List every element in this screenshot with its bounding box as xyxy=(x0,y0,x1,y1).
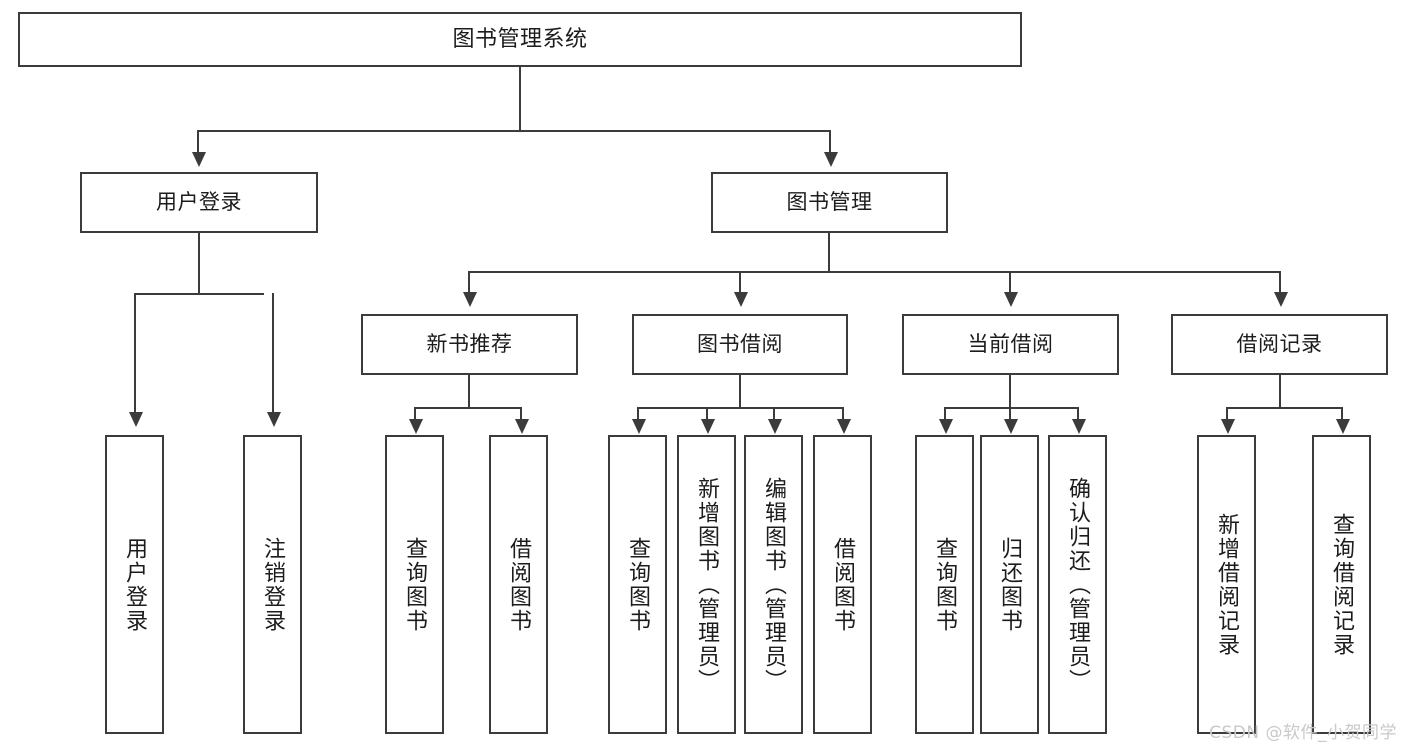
arrowhead-book-borrow xyxy=(733,292,748,307)
connector-borrow-record-bus xyxy=(1226,407,1342,410)
leaf-label: 用户登录 xyxy=(122,536,148,633)
connector-borrow-record-stem xyxy=(1279,375,1282,409)
connector-book-borrow-stem xyxy=(739,375,742,409)
connector-new-book-rec-bus xyxy=(414,407,522,410)
arrowhead-new-book-rec-leaf-1 xyxy=(408,419,423,434)
connector-to-new-book-rec xyxy=(468,271,471,295)
arrowhead-current-borrow-leaf-3 xyxy=(1071,419,1086,434)
arrowhead-current-borrow xyxy=(1003,292,1018,307)
connector-book-borrow-to-leaf-3 xyxy=(773,407,776,422)
leaf-label: 注销登录 xyxy=(260,536,286,633)
connector-to-borrow-record xyxy=(1279,271,1282,295)
connector-user-login-to-leaf-2 xyxy=(272,293,275,415)
connector-new-book-rec-to-leaf-1 xyxy=(414,407,417,422)
leaf-user-login-login[interactable]: 用户登录 xyxy=(105,435,164,734)
connector-new-book-rec-to-leaf-2 xyxy=(520,407,523,422)
node-label: 当前借阅 xyxy=(967,332,1054,357)
leaf-label: 新增借阅记录 xyxy=(1214,512,1240,657)
arrowhead-new-book-rec xyxy=(462,292,477,307)
leaf-user-login-logout[interactable]: 注销登录 xyxy=(243,435,302,734)
arrowhead-user-login xyxy=(191,152,206,167)
leaf-label: 新增图书（管理员） xyxy=(694,476,720,693)
node-book-borrowing[interactable]: 图书借阅 xyxy=(632,314,848,375)
connector-borrow-record-to-leaf-2 xyxy=(1341,407,1344,422)
leaf-book-borrow-query-book[interactable]: 查询图书 xyxy=(608,435,667,734)
csdn-watermark: CSDN @软件_小贺同学 xyxy=(1209,723,1397,743)
connector-root-to-user-login xyxy=(197,130,200,155)
arrowhead-borrow-record xyxy=(1273,292,1288,307)
leaf-label: 借阅图书 xyxy=(506,536,532,633)
connector-to-current-borrow xyxy=(1009,271,1012,295)
leaf-label: 借阅图书 xyxy=(830,536,856,633)
connector-new-book-rec-stem xyxy=(468,375,471,409)
connector-book-manage-stem xyxy=(828,233,831,273)
node-label: 图书管理 xyxy=(786,190,873,215)
node-label: 用户登录 xyxy=(156,190,242,215)
connector-root-stem xyxy=(519,67,522,131)
connector-user-login-bus xyxy=(134,293,264,296)
leaf-borrow-record-query-record[interactable]: 查询借阅记录 xyxy=(1312,435,1371,734)
leaf-label: 查询借阅记录 xyxy=(1329,512,1355,657)
leaf-book-borrow-edit-book-admin[interactable]: 编辑图书（管理员） xyxy=(744,435,803,734)
node-label: 借阅记录 xyxy=(1236,332,1323,357)
node-label: 图书管理系统 xyxy=(452,26,588,52)
leaf-book-borrow-borrow-book[interactable]: 借阅图书 xyxy=(813,435,872,734)
leaf-label: 编辑图书（管理员） xyxy=(761,476,787,693)
arrowhead-book-borrow-leaf-2 xyxy=(700,419,715,434)
arrowhead-borrow-record-leaf-2 xyxy=(1335,419,1350,434)
node-current-borrowing[interactable]: 当前借阅 xyxy=(902,314,1119,375)
arrowhead-book-manage xyxy=(823,152,838,167)
node-user-login[interactable]: 用户登录 xyxy=(80,172,318,233)
connector-current-borrow-to-leaf-2 xyxy=(1009,407,1012,422)
leaf-new-book-rec-query-book[interactable]: 查询图书 xyxy=(385,435,444,734)
connector-book-manage-bus xyxy=(468,271,1280,274)
arrowhead-current-borrow-leaf-1 xyxy=(938,419,953,434)
node-new-book-recommendation[interactable]: 新书推荐 xyxy=(361,314,578,375)
arrowhead-book-borrow-leaf-4 xyxy=(836,419,851,434)
node-label: 图书借阅 xyxy=(697,332,783,357)
node-label: 新书推荐 xyxy=(426,332,513,357)
leaf-current-borrow-query-book[interactable]: 查询图书 xyxy=(915,435,974,734)
arrowhead-new-book-rec-leaf-2 xyxy=(514,419,529,434)
connector-current-borrow-stem xyxy=(1009,375,1012,409)
leaf-borrow-record-add-record[interactable]: 新增借阅记录 xyxy=(1197,435,1256,734)
connector-current-borrow-to-leaf-3 xyxy=(1077,407,1080,422)
leaf-label: 确认归还（管理员） xyxy=(1065,476,1091,693)
arrowhead-current-borrow-leaf-2 xyxy=(1003,419,1018,434)
leaf-new-book-rec-borrow-book[interactable]: 借阅图书 xyxy=(489,435,548,734)
node-book-management[interactable]: 图书管理 xyxy=(711,172,948,233)
node-root-book-management-system[interactable]: 图书管理系统 xyxy=(18,12,1022,67)
leaf-label: 查询图书 xyxy=(402,536,428,633)
arrowhead-book-borrow-leaf-1 xyxy=(631,419,646,434)
connector-to-book-borrow xyxy=(739,271,742,295)
arrowhead-user-login-leaf-2 xyxy=(266,412,281,427)
connector-book-borrow-to-leaf-4 xyxy=(842,407,845,422)
leaf-label: 归还图书 xyxy=(997,536,1023,633)
node-borrowing-record[interactable]: 借阅记录 xyxy=(1171,314,1388,375)
arrowhead-borrow-record-leaf-1 xyxy=(1220,419,1235,434)
connector-root-to-book-manage xyxy=(829,130,832,155)
leaf-label: 查询图书 xyxy=(625,536,651,633)
arrowhead-user-login-leaf-1 xyxy=(128,412,143,427)
connector-current-borrow-to-leaf-1 xyxy=(944,407,947,422)
connector-user-login-stem xyxy=(198,233,201,295)
leaf-label: 查询图书 xyxy=(932,536,958,633)
connector-book-borrow-to-leaf-1 xyxy=(637,407,640,422)
connector-book-borrow-to-leaf-2 xyxy=(706,407,709,422)
leaf-book-borrow-add-book-admin[interactable]: 新增图书（管理员） xyxy=(677,435,736,734)
connector-book-borrow-bus xyxy=(637,407,844,410)
leaf-current-borrow-confirm-return-admin[interactable]: 确认归还（管理员） xyxy=(1048,435,1107,734)
connector-root-bus xyxy=(197,130,831,133)
arrowhead-book-borrow-leaf-3 xyxy=(767,419,782,434)
leaf-current-borrow-return-book[interactable]: 归还图书 xyxy=(980,435,1039,734)
connector-borrow-record-to-leaf-1 xyxy=(1226,407,1229,422)
connector-user-login-to-leaf-1 xyxy=(134,293,137,415)
